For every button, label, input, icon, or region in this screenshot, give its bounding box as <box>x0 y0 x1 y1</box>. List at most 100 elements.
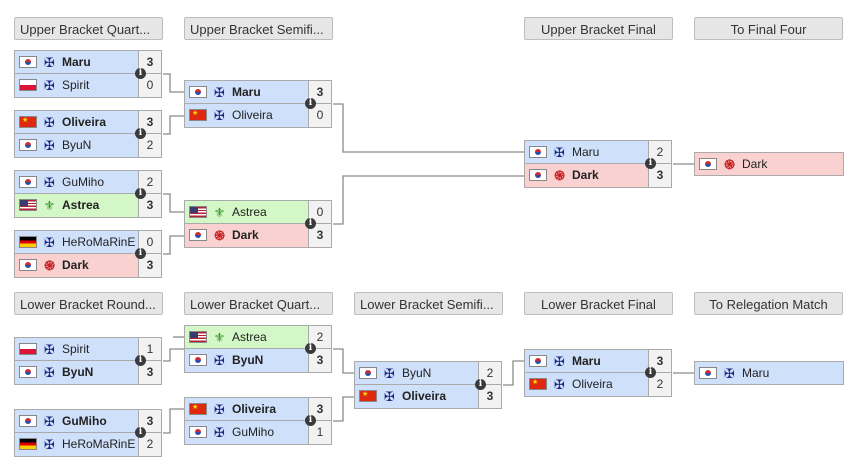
player-name[interactable]: GuMiho <box>62 175 105 189</box>
flag-cn-icon: ★ <box>189 109 207 121</box>
player-name[interactable]: Maru <box>742 366 770 380</box>
player-name[interactable]: Astrea <box>232 205 267 219</box>
player-name[interactable]: Maru <box>572 354 601 368</box>
player-name[interactable]: Dark <box>572 168 599 182</box>
match-info-icon[interactable]: i <box>135 128 146 139</box>
race-terran-icon: ✠ <box>214 353 225 368</box>
race-terran-icon: ✠ <box>44 138 55 153</box>
bracket-connector-8 <box>163 348 184 362</box>
player-name[interactable]: Maru <box>232 85 261 99</box>
race-terran-icon: ✠ <box>44 437 55 452</box>
player-name[interactable]: Dark <box>62 258 89 272</box>
race-terran-icon: ✠ <box>554 354 565 369</box>
player-name[interactable]: Dark <box>742 157 768 171</box>
match-info-icon[interactable]: i <box>645 367 656 378</box>
player-name[interactable]: Astrea <box>62 198 100 212</box>
race-terran-icon: ✠ <box>44 78 55 93</box>
player-name[interactable]: Spirit <box>62 78 90 92</box>
bracket-connector-11 <box>333 396 354 422</box>
race-terran-icon: ✠ <box>44 55 55 70</box>
player-score: 0 <box>138 231 161 253</box>
player-name[interactable]: Oliveira <box>62 115 107 129</box>
match-info-icon[interactable]: i <box>645 158 656 169</box>
round-header-ub-quarter: Upper Bracket Quart... <box>14 17 163 40</box>
match-info-icon[interactable]: i <box>135 427 146 438</box>
race-zerg-icon: ֍ <box>724 157 735 172</box>
match-info-icon[interactable]: i <box>305 218 316 229</box>
match-info-icon[interactable]: i <box>135 188 146 199</box>
result-relegation[interactable]: ✠ Maru <box>694 361 844 385</box>
player-name[interactable]: GuMiho <box>232 425 275 439</box>
player-name[interactable]: Oliveira <box>402 389 447 403</box>
match-info-icon[interactable]: i <box>135 68 146 79</box>
player-name[interactable]: ByuN <box>402 366 432 380</box>
match-info-icon[interactable]: i <box>135 248 146 259</box>
player-name[interactable]: Maru <box>572 145 600 159</box>
player-name[interactable]: Oliveira <box>232 402 277 416</box>
match-info-icon[interactable]: i <box>135 355 146 366</box>
player-score: 0 <box>308 201 331 223</box>
player-name[interactable]: ByuN <box>62 365 94 379</box>
player-score: 2 <box>648 373 671 396</box>
result-final-four[interactable]: ֍ Dark <box>694 152 844 176</box>
race-terran-icon: ✠ <box>724 366 735 381</box>
match-info-icon[interactable]: i <box>305 415 316 426</box>
match-info-icon[interactable]: i <box>475 379 486 390</box>
player-score: 2 <box>138 171 161 193</box>
player-name[interactable]: Spirit <box>62 342 90 356</box>
player-name[interactable]: GuMiho <box>62 414 107 428</box>
flag-kr-icon <box>699 158 717 170</box>
player-slot[interactable]: ✠ Maru 3 <box>14 50 162 74</box>
match-info-icon[interactable]: i <box>305 98 316 109</box>
player-score: 3 <box>478 385 501 408</box>
player-score: 0 <box>308 104 331 127</box>
player-score: 3 <box>138 111 161 133</box>
player-slot[interactable]: ✠ Maru 3 <box>524 349 672 373</box>
player-score: 3 <box>138 51 161 73</box>
player-score: 3 <box>308 398 331 420</box>
player-name[interactable]: ByuN <box>62 138 92 152</box>
round-header-ub-semi: Upper Bracket Semifi... <box>184 17 333 40</box>
player-name[interactable]: Oliveira <box>572 377 613 391</box>
player-name[interactable]: Astrea <box>232 330 267 344</box>
match-info-icon[interactable]: i <box>305 343 316 354</box>
player-score: 3 <box>648 350 671 372</box>
player-name[interactable]: ByuN <box>232 353 264 367</box>
player-name[interactable]: Oliveira <box>232 108 273 122</box>
player-name[interactable]: Dark <box>232 228 259 242</box>
player-name[interactable]: HeRoMaRinE <box>62 437 136 451</box>
player-name[interactable]: Maru <box>62 55 91 69</box>
race-terran-icon: ✠ <box>44 414 55 429</box>
flag-cn-icon: ★ <box>189 403 207 415</box>
round-header-lb-round: Lower Bracket Round... <box>14 292 163 315</box>
player-score: 2 <box>648 141 671 163</box>
race-terran-icon: ✠ <box>384 389 395 404</box>
flag-kr-icon <box>19 415 37 427</box>
player-name[interactable]: HeRoMaRinE <box>62 235 136 249</box>
